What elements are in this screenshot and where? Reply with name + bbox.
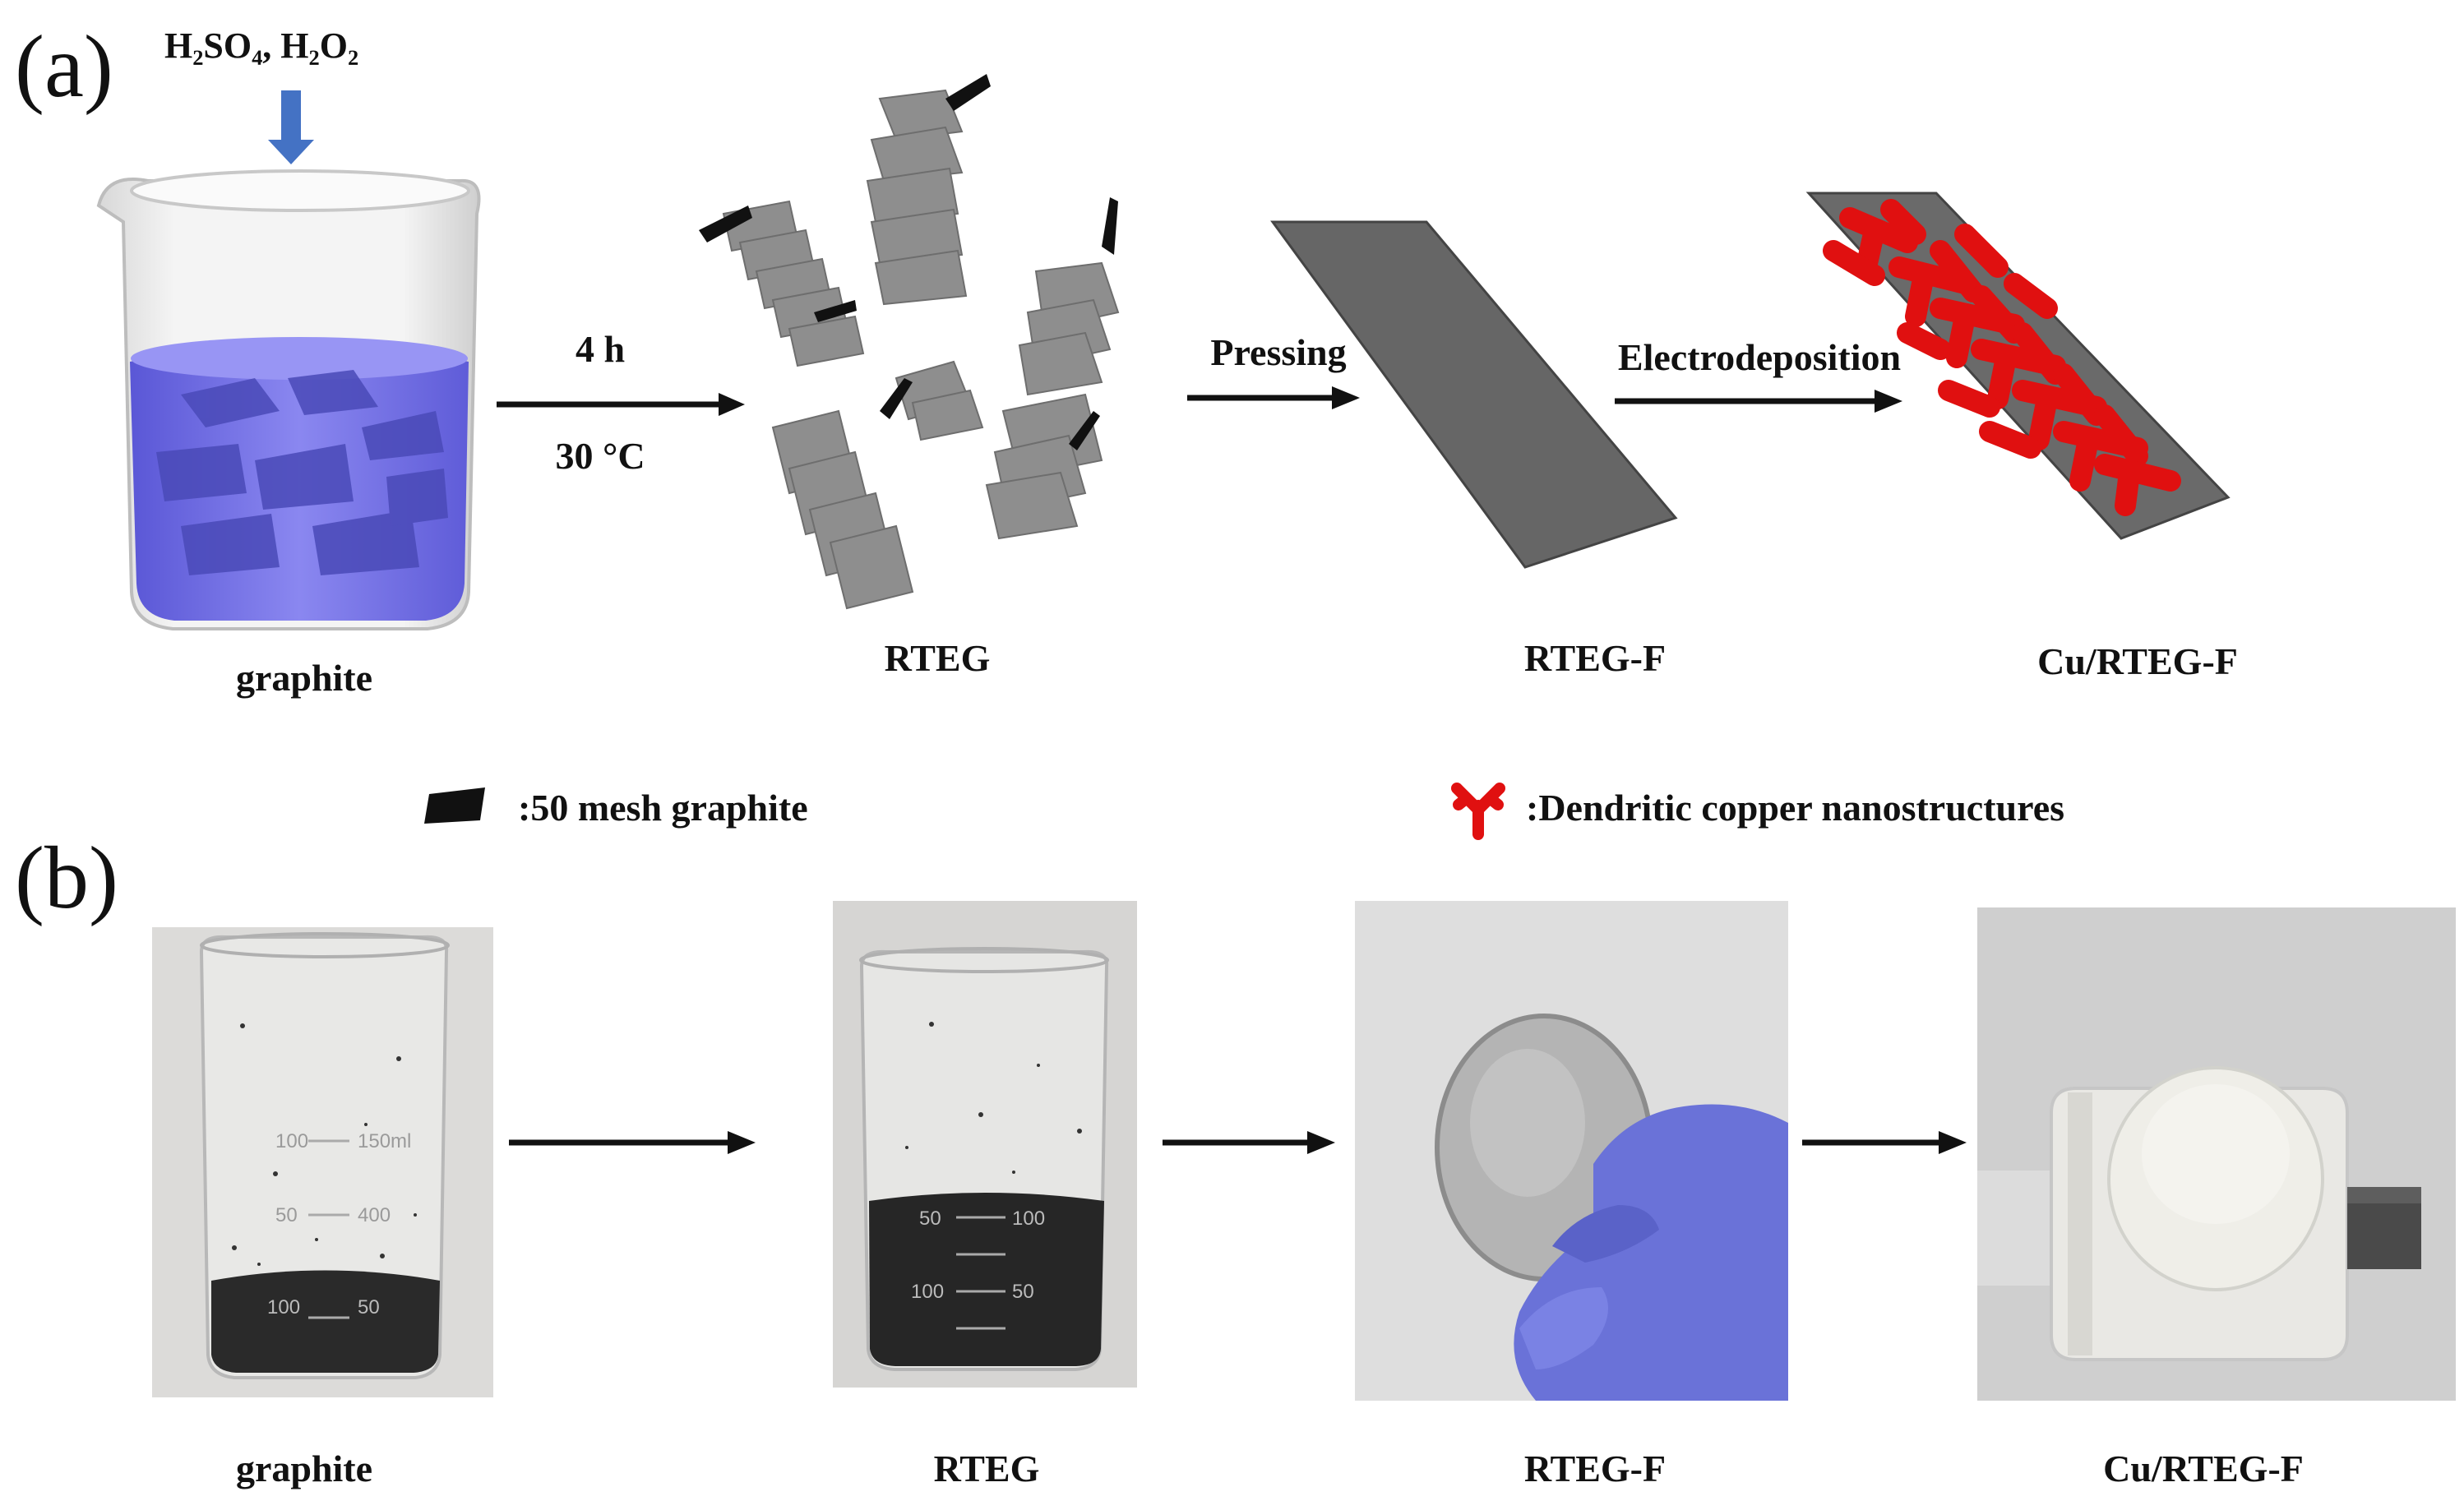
legend-graphite: :50 mesh graphite (518, 787, 808, 829)
label-b-graphite: graphite (235, 1448, 373, 1489)
beaker1-mark-50-lower: 50 (358, 1296, 380, 1318)
graphite-beaker-illustration (96, 90, 481, 630)
label-a-rteg: RTEG (884, 637, 991, 679)
reagent-label: H₂SO₄, H₂O₂ (164, 25, 359, 66)
beaker2-mark-100-lower: 100 (911, 1281, 944, 1303)
beaker1-mark-400: 400 (358, 1204, 391, 1226)
photo-arrow-2 (1163, 1131, 1335, 1154)
rteg-f-film-illustration (1270, 220, 1678, 569)
beaker1-mark-100-upper: 100 (275, 1130, 308, 1152)
beaker1-mark-50-upper: 50 (275, 1204, 298, 1226)
photo-rteg-beaker: 50 100 100 50 (833, 901, 1137, 1388)
step2-label: Pressing (1210, 331, 1347, 373)
cu-rteg-f-film-illustration (1805, 192, 2231, 540)
beaker1-mark-150: 150ml (358, 1130, 411, 1152)
photo-arrow-1 (509, 1131, 756, 1154)
panel-a-letter: (a) (15, 18, 113, 116)
photo-cu-rteg-f-electrode (1977, 907, 2456, 1401)
step1-time: 4 h (575, 328, 626, 370)
step1-temperature: 30 °C (555, 435, 645, 477)
step3-arrow (1615, 390, 1902, 413)
graphite-flake-legend-icon (424, 787, 485, 824)
beaker1-mark-100-lower: 100 (267, 1296, 300, 1318)
beaker2-mark-50-upper: 50 (919, 1208, 941, 1230)
beaker2-mark-50-lower: 50 (1012, 1281, 1034, 1303)
reagent-arrow (281, 90, 301, 141)
label-a-rteg-f: RTEG-F (1523, 637, 1667, 679)
legend-copper: :Dendritic copper nanostructures (1526, 787, 2065, 829)
dendrite-legend-icon (1451, 783, 1505, 840)
photo-rteg-f-disc (1355, 901, 1788, 1401)
label-b-rteg-f: RTEG-F (1523, 1448, 1667, 1489)
beaker2-mark-100-upper: 100 (1012, 1208, 1045, 1230)
label-b-rteg: RTEG (933, 1448, 1040, 1489)
step3-label: Electrodeposition (1617, 336, 1902, 378)
step2-arrow (1187, 386, 1360, 409)
label-a-graphite: graphite (235, 657, 373, 699)
panel-b-letter: (b) (15, 829, 118, 927)
rteg-flakes-illustration (699, 74, 1120, 610)
photo-arrow-3 (1802, 1131, 1967, 1154)
copper-dendrites (1823, 199, 2181, 516)
step1-arrow (497, 393, 745, 416)
label-a-cu-rteg-f: Cu/RTEG-F (2037, 640, 2238, 682)
photo-graphite-beaker: 150ml 100 50 400 100 50 (152, 927, 493, 1397)
label-b-cu-rteg-f: Cu/RTEG-F (2103, 1448, 2304, 1489)
